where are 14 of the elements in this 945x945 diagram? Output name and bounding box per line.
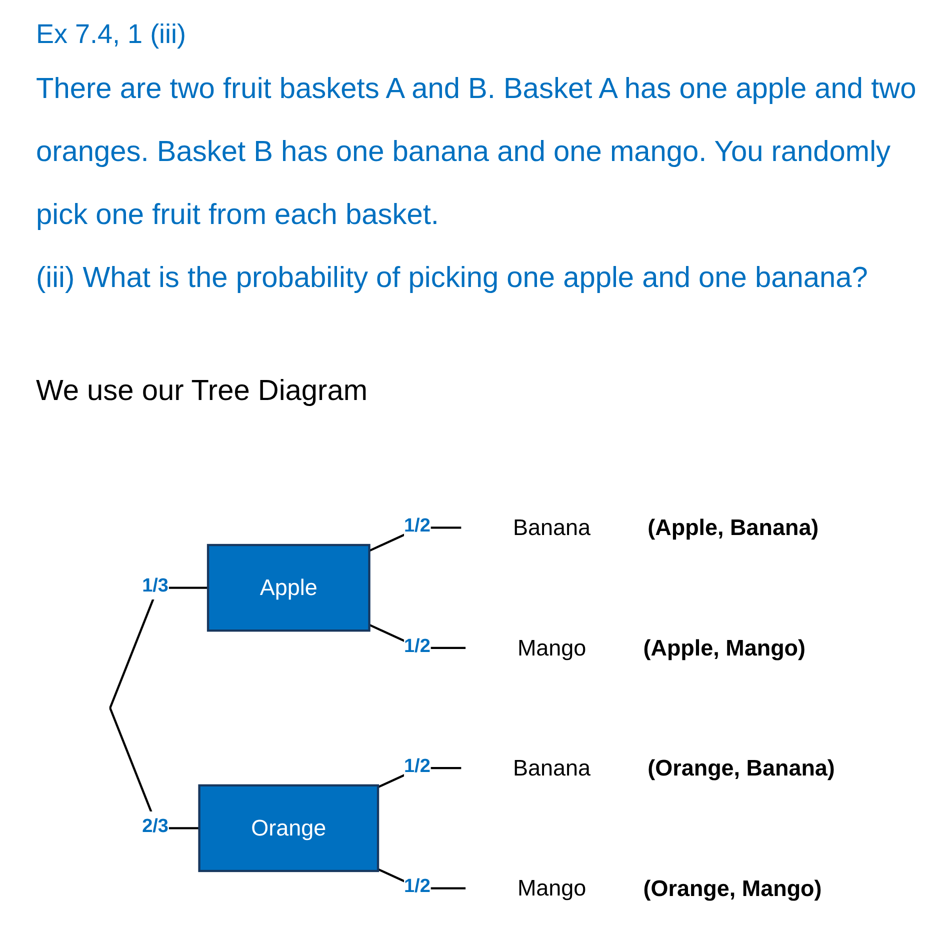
outcome-label: Banana — [513, 514, 591, 540]
question-text: (iii) What is the probability of picking one apple and one banana? — [36, 261, 869, 296]
outcome-label: Mango — [517, 634, 586, 660]
result-label: (Apple, Banana) — [648, 515, 819, 540]
result-label: (Apple, Mango) — [643, 635, 806, 660]
result-label: (Orange, Mango) — [643, 876, 822, 901]
category-box: Apple — [206, 544, 370, 632]
category-box: Orange — [198, 784, 380, 872]
question-text: There are two fruit baskets A and B. Basket A has one apple and two oranges. Basket B has one banana and one mango. You randomly pick one fruit from each basket. — [36, 72, 918, 233]
outcome-label: Banana — [513, 754, 591, 781]
outcome-label: Mango — [517, 874, 586, 901]
result-label: (Orange, Banana) — [648, 756, 835, 781]
note-text: We use our Tree Diagram — [36, 374, 368, 409]
exercise-title: Ex 7.4, 1 (iii) — [36, 18, 186, 51]
